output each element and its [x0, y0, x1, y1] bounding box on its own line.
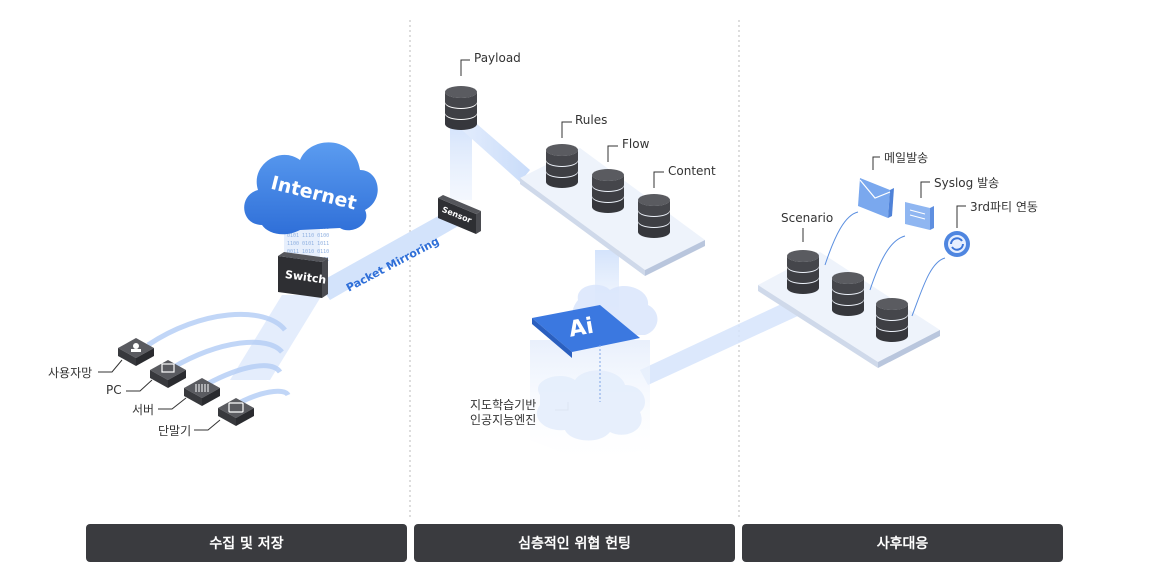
svg-text:1100 0101 1011: 1100 0101 1011	[287, 241, 329, 247]
ai-engine	[530, 284, 658, 460]
mirroring-beam	[318, 215, 460, 300]
footer-response: 사후대응	[742, 524, 1063, 562]
content-db-icon	[638, 194, 670, 238]
ai-label: Ai	[567, 313, 596, 343]
device-user-network-tile	[118, 338, 154, 366]
scenario-db-icon-2	[832, 272, 864, 316]
syslog-icon	[905, 202, 934, 230]
third-party-icon	[944, 231, 970, 257]
device-server-tile	[184, 378, 220, 406]
footer-collect-store: 수집 및 저장	[86, 524, 407, 562]
sensor-device	[438, 195, 481, 234]
device-pc-tile	[150, 360, 186, 388]
rules-label: Rules	[575, 113, 608, 127]
payload-db-icon	[445, 86, 477, 130]
third-party-label: 3rd파티 연동	[970, 200, 1038, 214]
mail-icon	[858, 178, 894, 218]
engine-label-line1: 지도학습기반	[470, 398, 537, 412]
device-connections	[146, 311, 291, 411]
server-label: 서버	[132, 403, 155, 417]
payload-label: Payload	[474, 51, 521, 65]
internet-cloud	[244, 142, 378, 235]
switch-device	[278, 252, 328, 298]
scenario-db-icon	[787, 250, 819, 294]
user-network-label: 사용자망	[48, 366, 93, 380]
flow-label: Flow	[622, 137, 650, 151]
flow-db-icon	[592, 169, 624, 213]
rules-db-icon	[546, 144, 578, 188]
scenario-db-icon-3	[876, 298, 908, 342]
footer-threat-hunting: 심층적인 위협 헌팅	[414, 524, 735, 562]
syslog-label: Syslog 발송	[934, 176, 1000, 190]
terminal-label: 단말기	[158, 424, 192, 438]
engine-label-line2: 인공지능엔진	[470, 413, 537, 427]
svg-text:0011 1010 0110: 0011 1010 0110	[287, 249, 329, 255]
scenario-label: Scenario	[781, 211, 834, 225]
pc-label: PC	[106, 383, 122, 397]
content-label: Content	[668, 164, 716, 178]
mail-label: 메일발송	[884, 151, 929, 165]
device-terminal-tile	[218, 398, 254, 426]
svg-text:0101 1110 0100: 0101 1110 0100	[287, 233, 329, 239]
action-connections	[824, 211, 946, 317]
